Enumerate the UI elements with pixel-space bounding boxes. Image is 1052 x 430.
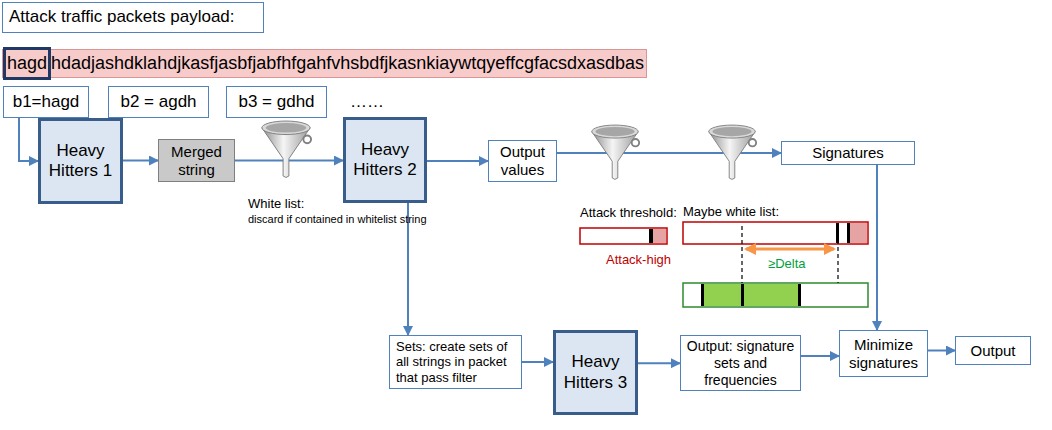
heavy-hitters-box: Heavy Hitters 1 [38, 118, 123, 204]
flow-arrow [522, 361, 553, 363]
filter-label: Maybe white list: [683, 204, 779, 220]
whitelist-funnel [262, 121, 311, 177]
node-text: hdadjashdklahdjkasfjasbfjabfhfgahfvhsbdf… [51, 53, 644, 75]
process-box: Merged string [158, 139, 235, 182]
dashed-guide [837, 226, 838, 283]
byte-window-box: b3 = gdhd [226, 86, 327, 118]
node-text: Sets: create sets of all strings in pack… [396, 339, 517, 386]
attack-bar [580, 228, 667, 244]
payload-band: hagdhdadjashdklahdjkasfjasbfjabfhfgahfvh… [2, 49, 647, 78]
flow-arrow [123, 160, 158, 162]
filter-label: White list: [248, 196, 304, 212]
output-box: Output values [488, 140, 557, 182]
flow-arrow [638, 362, 680, 364]
node-text: Merged string [161, 143, 232, 179]
threshold-label: Attack-high [606, 252, 671, 268]
node-text: Output [970, 342, 1015, 360]
node-text: Output: signature sets and frequencies [685, 338, 796, 388]
filter-note: discard if contained in whitelist string [248, 213, 427, 226]
node-text: Signatures [812, 144, 884, 162]
flow-arrow [19, 118, 38, 161]
tick [701, 284, 704, 306]
byte-window-box: b1=hagd [3, 86, 89, 118]
dashed-guide [741, 226, 742, 283]
node-text: hagd [7, 53, 47, 75]
tick [798, 284, 801, 306]
flow-arrow [557, 152, 781, 154]
tick [741, 284, 744, 306]
highlight-window: hagd [3, 47, 51, 80]
green-bar [683, 283, 868, 307]
process-box: Minimize signatures [839, 330, 928, 377]
output-box: Output: signature sets and frequencies [680, 335, 801, 391]
node-text: b1=hagd [13, 92, 80, 112]
filter-label: Attack threshold: [580, 205, 677, 221]
maybe-whitelist-funnel [709, 125, 756, 179]
node-text: Attack traffic packets payload: [9, 7, 235, 27]
output-box: Output [955, 336, 1031, 365]
process-box: Sets: create sets of all strings in pack… [389, 335, 522, 389]
flow-arrow [801, 355, 839, 357]
heavy-hitters-box: Heavy Hitters 2 [343, 117, 427, 203]
node-text: b3 = gdhd [238, 92, 314, 112]
node-text: Heavy Hitters 2 [349, 140, 421, 181]
node-text: b2 = agdh [120, 92, 196, 112]
green-bar-fill [704, 284, 800, 306]
ellipsis: …… [350, 92, 384, 112]
caption-box: Attack traffic packets payload: [2, 2, 264, 33]
red-bar-fill [850, 223, 867, 243]
node-text: Heavy Hitters 3 [559, 352, 632, 393]
threshold-tick [649, 229, 653, 243]
delta-arrow [746, 248, 834, 251]
tick [847, 223, 850, 243]
flow-arrow [876, 165, 878, 330]
byte-window-box: b2 = agdh [108, 86, 209, 118]
flow-arrow [427, 160, 488, 162]
node-text: Heavy Hitters 1 [44, 141, 117, 182]
threshold-funnel [592, 125, 639, 179]
node-text: Minimize signatures [844, 336, 923, 372]
heavy-hitters-box: Heavy Hitters 3 [553, 330, 638, 415]
red-bar [683, 222, 868, 244]
flow-arrow [928, 350, 955, 352]
delta-label: ≥Delta [768, 256, 805, 272]
attack-high-fill [653, 229, 666, 243]
output-box: Signatures [781, 141, 915, 165]
node-text: Output values [493, 143, 552, 179]
